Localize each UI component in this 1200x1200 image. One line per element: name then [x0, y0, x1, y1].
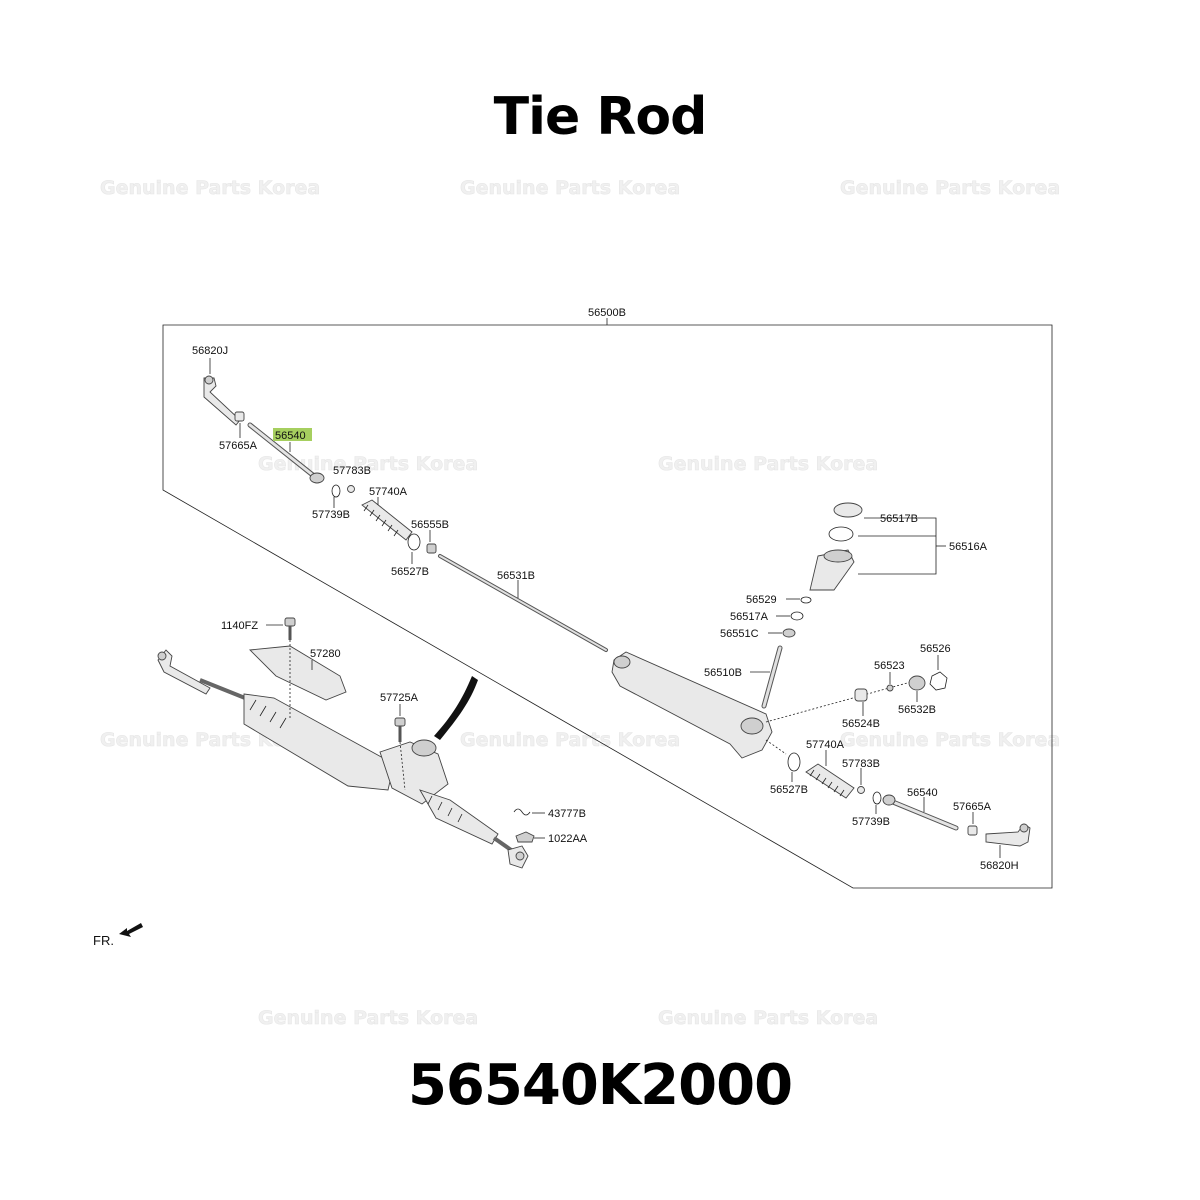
- assembled-steering-gear: [157, 649, 529, 869]
- watermark: Genuine Parts Korea: [840, 729, 1060, 751]
- ring-bottom: [787, 752, 801, 772]
- ring-56551c: [782, 628, 796, 638]
- callout-yoke-56523: 56523: [874, 660, 905, 672]
- callout-nut-left: 57665A: [219, 440, 258, 452]
- tie-rod-bottom: [882, 794, 959, 831]
- watermark: Genuine Parts Korea: [460, 729, 680, 751]
- front-label: FR.: [93, 933, 114, 948]
- watermark: Genuine Parts Korea: [100, 177, 320, 199]
- callout-ring-bottom: 56527B: [770, 784, 808, 796]
- callout-bolt-1140fz: 1140FZ: [221, 620, 258, 632]
- callout-rack-bar: 56531B: [497, 570, 535, 582]
- callout-tie-rod-end-left: 56820J: [192, 345, 228, 357]
- nut-56532b: [908, 675, 926, 691]
- watermark: Genuine Parts Korea: [840, 177, 1060, 199]
- callout-plug: 56517B: [880, 513, 918, 525]
- callout-tie-rod-end-right: 56820H: [980, 860, 1019, 872]
- seal-56529: [800, 596, 812, 604]
- ring-56517a: [790, 611, 804, 621]
- clip-top: [331, 484, 341, 498]
- front-arrow-icon: [119, 923, 143, 937]
- callout-band-top: 57783B: [333, 465, 371, 477]
- tie-rod-end-right: [985, 823, 1031, 847]
- callout-clip-top: 57739B: [312, 509, 350, 521]
- callout-heat-protector: 57280: [310, 648, 341, 660]
- tie-rod-highlighted: [247, 422, 325, 484]
- band-top: [347, 485, 355, 493]
- bushing-top: [426, 543, 437, 554]
- nut-left: [234, 411, 245, 422]
- callout-pinion: 56510B: [704, 667, 742, 679]
- callout-bolt-57725a: 57725A: [380, 692, 419, 704]
- callout-housing-cover: 56516A: [949, 541, 988, 553]
- nut-1022aa: [515, 831, 535, 843]
- callout-yoke-56524b: 56524B: [842, 718, 880, 730]
- assembly-outline: [162, 324, 1053, 889]
- watermark-group: Genuine Parts Korea Genuine Parts Korea …: [100, 177, 1061, 1030]
- watermark: Genuine Parts Korea: [258, 453, 478, 475]
- callout-tie-rod-highlighted: 56540: [275, 430, 306, 442]
- part-number: 56540K2000: [407, 1053, 793, 1118]
- plug-56526: [929, 671, 948, 691]
- gear-housing: [611, 651, 773, 759]
- ring-top: [407, 533, 421, 551]
- callout-tie-rod-bottom: 56540: [907, 787, 938, 799]
- clip-43777b: [513, 808, 531, 816]
- bellows-bottom: [805, 763, 855, 799]
- callout-seal-56529: 56529: [746, 594, 777, 606]
- callout-bellows-bottom: 57740A: [806, 739, 845, 751]
- callout-clip-bottom: 57739B: [852, 816, 890, 828]
- callout-nut-bottom: 57665A: [953, 801, 992, 813]
- tie-rod-end-left: [203, 375, 241, 426]
- callout-bushing-top: 56555B: [411, 519, 449, 531]
- watermark: Genuine Parts Korea: [460, 177, 680, 199]
- leader-arrow: [434, 676, 478, 740]
- callout-nut-56532b: 56532B: [898, 704, 936, 716]
- callout-ring-56517a: 56517A: [730, 611, 769, 623]
- callout-ring-56551c: 56551C: [720, 628, 759, 640]
- bolt-1140fz: [284, 617, 296, 640]
- page-title: Tie Rod: [493, 87, 708, 147]
- callout-nut-1022aa: 1022AA: [548, 833, 588, 845]
- nut-bottom: [967, 825, 978, 836]
- callout-assembly: 56500B: [588, 307, 626, 319]
- pinion: [761, 645, 783, 709]
- callout-clip-43777b: 43777B: [548, 808, 586, 820]
- callout-bellows-top: 57740A: [369, 486, 408, 498]
- band-bottom: [857, 786, 865, 794]
- callout-ring-top: 56527B: [391, 566, 429, 578]
- bellows-top: [361, 499, 413, 541]
- yoke-56524b: [854, 688, 868, 702]
- callout-band-bottom: 57783B: [842, 758, 880, 770]
- highlight-badge: [273, 428, 312, 441]
- callout-plug-56526: 56526: [920, 643, 951, 655]
- housing-cover-group: [809, 502, 863, 591]
- rack-bar: [438, 554, 608, 652]
- watermark: Genuine Parts Korea: [658, 453, 878, 475]
- bolt-57725a: [394, 717, 406, 742]
- watermark: Genuine Parts Korea: [258, 1007, 478, 1029]
- clip-bottom: [872, 791, 882, 805]
- yoke-56523: [886, 684, 894, 692]
- watermark: Genuine Parts Korea: [658, 1007, 878, 1029]
